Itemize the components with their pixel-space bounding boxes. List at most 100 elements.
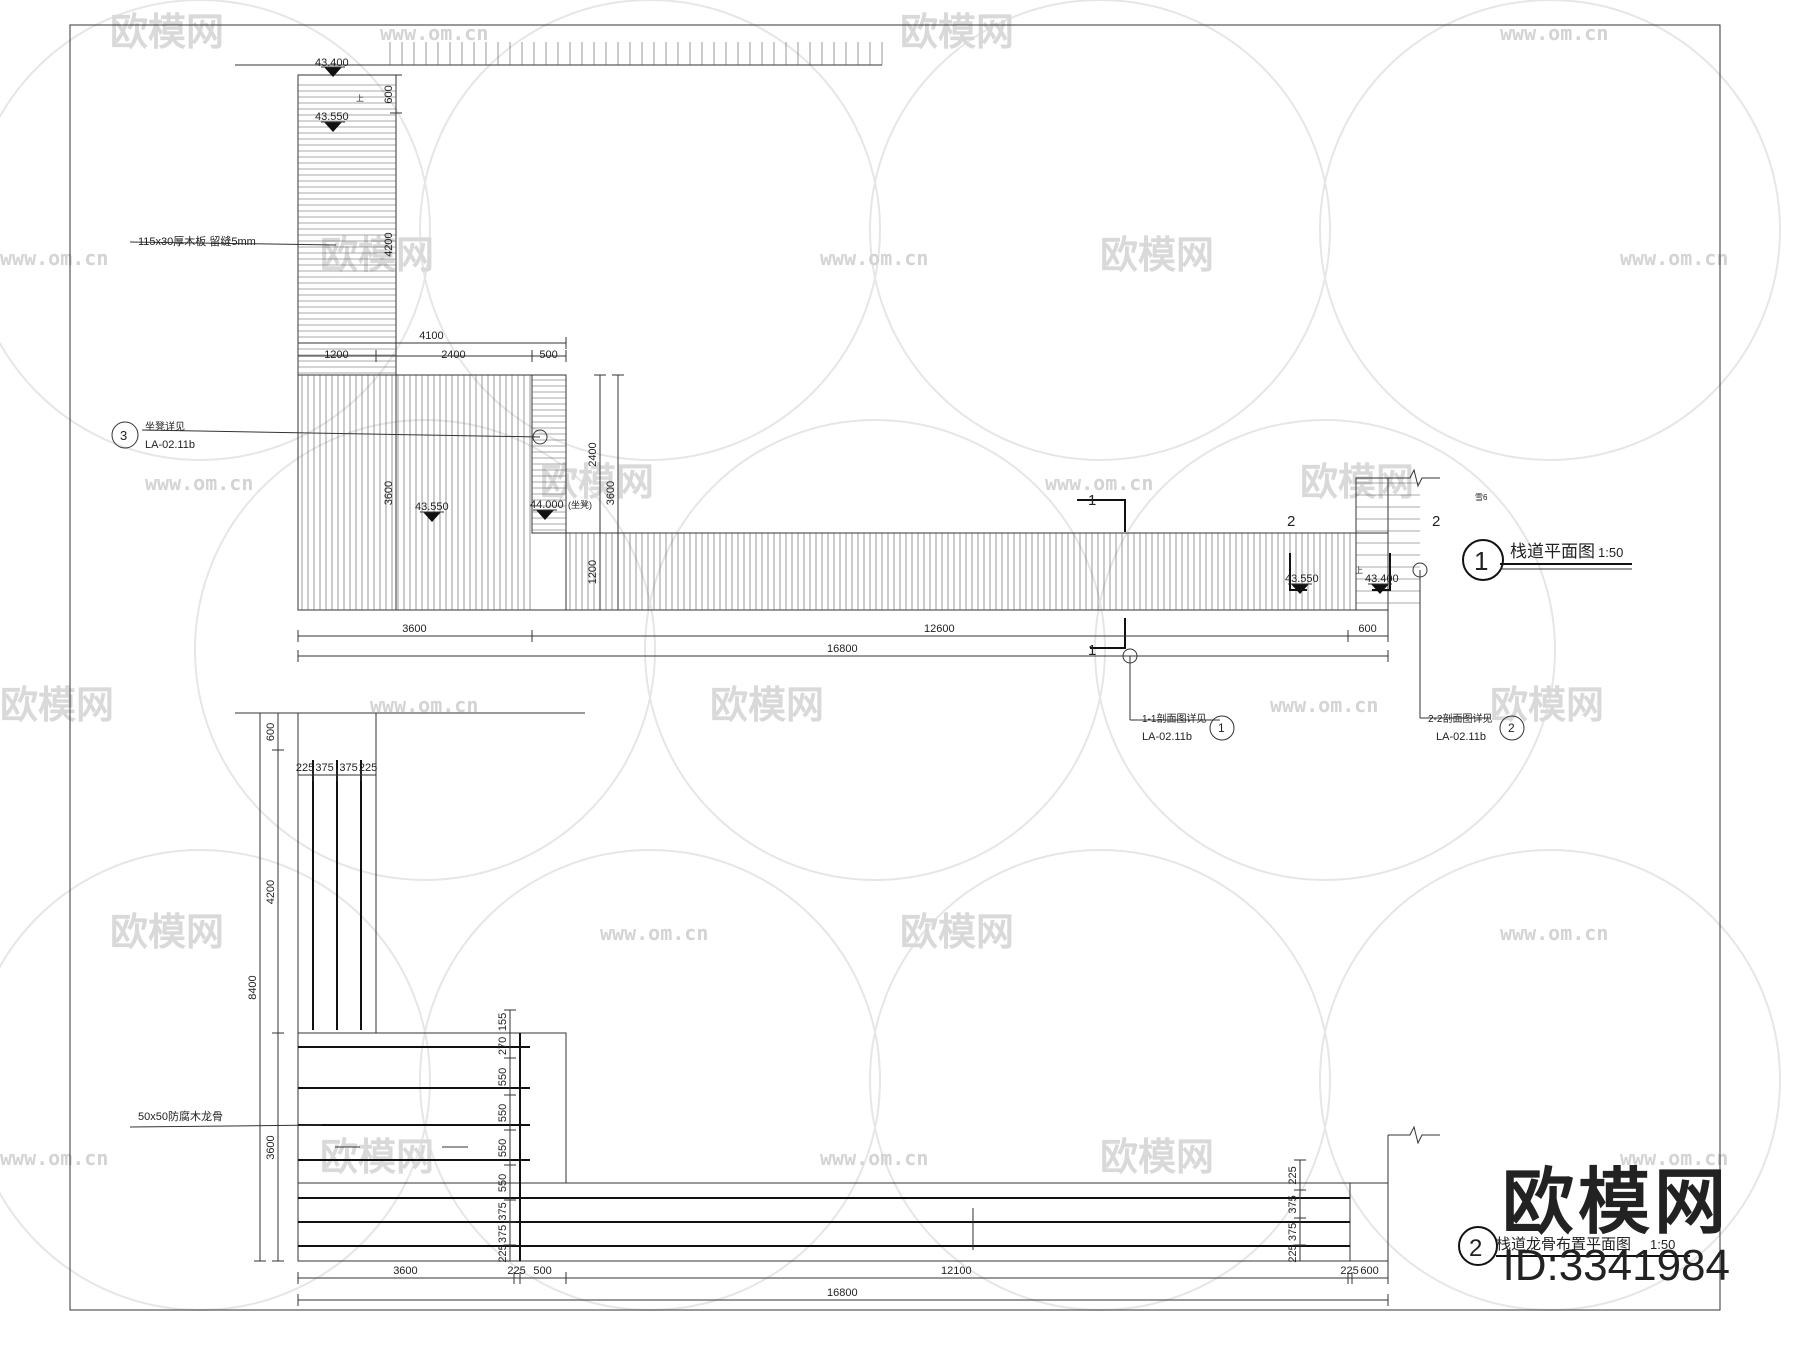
dim-bottom-row1: 500 bbox=[533, 1265, 551, 1277]
watermark-logo: 欧模网 bbox=[900, 910, 1014, 954]
seat-ref: LA-02.11b bbox=[145, 439, 195, 451]
dim-vert-joist: 375 bbox=[497, 1202, 509, 1220]
plan1-title: 栈道平面图 bbox=[1510, 542, 1595, 561]
dim-top: 225 bbox=[296, 762, 314, 774]
dim-vert-mid: 3600 bbox=[605, 481, 617, 505]
dim-bottom-row2: 16800 bbox=[827, 643, 858, 655]
dim-vert-left: 600 bbox=[265, 723, 277, 741]
dim-vert-right: 375 bbox=[1287, 1223, 1299, 1241]
dim-vert-right: 375 bbox=[1287, 1195, 1299, 1213]
dim-bottom-row1: 225 bbox=[1340, 1265, 1358, 1277]
dim-vert-joist: 550 bbox=[497, 1068, 509, 1086]
plan1-index: 1 bbox=[1474, 546, 1488, 576]
dim-vert-left: 4200 bbox=[265, 880, 277, 904]
watermark-url: www.om.cn bbox=[820, 246, 928, 270]
watermark-logo: 欧模网 bbox=[320, 233, 434, 277]
brand-watermark: 欧模网 ID:3341984 bbox=[1502, 1162, 1730, 1290]
dim-top: 375 bbox=[315, 762, 333, 774]
watermark-logo: 欧模网 bbox=[1100, 233, 1214, 277]
watermark-logo: 欧模网 bbox=[110, 10, 224, 54]
section2-note: 2-2剖面图详见 bbox=[1428, 712, 1492, 725]
small-mark-1: 上 bbox=[356, 94, 364, 103]
section-mark-2a: 2 bbox=[1287, 513, 1295, 530]
watermark-url: www.om.cn bbox=[600, 921, 708, 945]
elev-1: 43.400 bbox=[315, 57, 349, 69]
elevation-marker bbox=[324, 67, 342, 77]
dim-vert-mid: 1200 bbox=[587, 560, 599, 584]
dim-vert-joist: 550 bbox=[497, 1104, 509, 1122]
elev-note: (坐凳) bbox=[568, 500, 592, 510]
watermark-url: www.om.cn bbox=[1045, 471, 1153, 495]
watermark-logo: 欧模网 bbox=[0, 683, 114, 727]
elev-5: 43.550 bbox=[1285, 573, 1319, 585]
dim-vert-left: 600 bbox=[383, 85, 395, 103]
section1-ref: LA-02.11b bbox=[1142, 731, 1192, 743]
elev-4: 44.000 bbox=[530, 499, 564, 511]
dim-bottom-row2: 16800 bbox=[827, 1287, 858, 1299]
section-mark-1b: 1 bbox=[1088, 642, 1096, 659]
dim-top: 1200 bbox=[324, 349, 348, 361]
dim-top: 375 bbox=[339, 762, 357, 774]
plan1-annotations: 115x30厚木板 留缝5mm 3 坐凳详见 LA-02.11b 43.400 … bbox=[111, 57, 1632, 743]
section1-note: 1-1剖面图详见 bbox=[1142, 712, 1206, 725]
dim-vert-left: 3600 bbox=[383, 481, 395, 505]
watermark-url: www.om.cn bbox=[1620, 1146, 1728, 1170]
watermark-url: www.om.cn bbox=[1620, 246, 1728, 270]
small-mark-2: 上 bbox=[1355, 566, 1363, 575]
watermark-logo: 欧模网 bbox=[1490, 683, 1604, 727]
plan1-boardwalk-plan bbox=[129, 42, 1490, 721]
dim-vert-joist: 550 bbox=[497, 1139, 509, 1157]
plan2-index: 2 bbox=[1469, 1235, 1482, 1262]
dim-vert-joist: 375 bbox=[497, 1225, 509, 1243]
section-mark-1a: 1 bbox=[1088, 492, 1096, 509]
dim-bottom-row1: 600 bbox=[1358, 623, 1376, 635]
dim-top: 2400 bbox=[441, 349, 465, 361]
watermark-layer: 欧模网欧模网欧模网欧模网欧模网欧模网欧模网欧模网欧模网欧模网欧模网欧模网欧模网 … bbox=[0, 0, 1781, 1311]
dim-bottom-row1: 3600 bbox=[393, 1265, 417, 1277]
elevation-marker bbox=[1371, 584, 1389, 594]
brand-logo: 欧模网 bbox=[1501, 1160, 1730, 1244]
dim-top-total: 4100 bbox=[419, 330, 443, 342]
plan1-scale: 1:50 bbox=[1598, 545, 1623, 560]
watermark-logo: 欧模网 bbox=[900, 10, 1014, 54]
elevation-marker bbox=[536, 510, 554, 520]
watermark-logo: 欧模网 bbox=[320, 1135, 434, 1179]
watermark-logo: 欧模网 bbox=[1300, 460, 1414, 504]
dim-top: 225 bbox=[359, 762, 377, 774]
plan2-title: 栈道龙骨布置平面图 bbox=[1496, 1236, 1631, 1253]
watermark-url: www.om.cn bbox=[1500, 921, 1608, 945]
drawing-border bbox=[69, 24, 1721, 1311]
section2-index: 2 bbox=[1508, 721, 1515, 735]
plan2-scale: 1:50 bbox=[1650, 1237, 1675, 1252]
elevation-marker bbox=[324, 122, 342, 132]
plan2-joist-layout bbox=[129, 712, 1440, 1306]
dim-bottom-row1: 225 bbox=[507, 1265, 525, 1277]
dim-bottom-row1: 12600 bbox=[924, 623, 955, 635]
watermark-logo: 欧模网 bbox=[110, 910, 224, 954]
elev-3: 43.550 bbox=[415, 501, 449, 513]
label-deck-boards: 115x30厚木板 留缝5mm bbox=[138, 234, 256, 248]
watermark-logo: 欧模网 bbox=[1100, 1135, 1214, 1179]
section-mark-2b: 2 bbox=[1432, 513, 1440, 530]
watermark-url: www.om.cn bbox=[820, 1146, 928, 1170]
dim-vert-left: 3600 bbox=[265, 1135, 277, 1159]
dim-vert-joist: 225 bbox=[497, 1244, 509, 1262]
dim-vert-joist: 550 bbox=[497, 1174, 509, 1192]
dim-vert-joist: 155 bbox=[497, 1013, 509, 1031]
dim-vert-right: 225 bbox=[1287, 1166, 1299, 1184]
brand-id: ID:3341984 bbox=[1502, 1241, 1730, 1290]
elevation-marker bbox=[1291, 584, 1309, 594]
small-mark-3: 雪6 bbox=[1475, 493, 1488, 502]
label-joist: 50x50防腐木龙骨 bbox=[138, 1109, 223, 1123]
watermark-url: www.om.cn bbox=[145, 471, 253, 495]
watermark-url: www.om.cn bbox=[0, 246, 108, 270]
dim-top: 500 bbox=[539, 349, 557, 361]
elev-6: 43.400 bbox=[1365, 573, 1399, 585]
dim-bottom-row1: 600 bbox=[1360, 1265, 1378, 1277]
dim-vert-right: 225 bbox=[1287, 1244, 1299, 1262]
section2-ref: LA-02.11b bbox=[1436, 731, 1486, 743]
seat-index: 3 bbox=[120, 428, 127, 443]
dim-bottom-row1: 3600 bbox=[402, 623, 426, 635]
dim-vert-mid: 2400 bbox=[587, 442, 599, 466]
